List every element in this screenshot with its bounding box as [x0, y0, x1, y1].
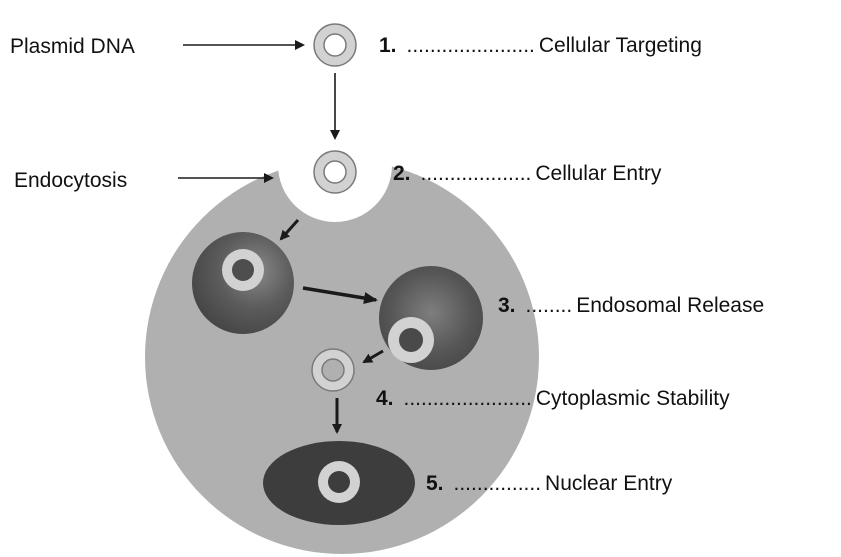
step-4-dots: ......................	[404, 387, 532, 410]
step-3-dots: ........	[526, 294, 573, 317]
step-2-text: Cellular Entry	[535, 162, 662, 185]
step-3-text: Endosomal Release	[576, 294, 764, 317]
step-2-label: 2. ................... Cellular Entry	[393, 162, 662, 185]
plasmid-outside	[314, 24, 356, 66]
step-1-number: 1.	[379, 34, 397, 57]
endocytosis-label: Endocytosis	[14, 169, 127, 192]
plasmid-in-nucleus	[318, 461, 360, 503]
step-3-label: 3. ........ Endosomal Release	[498, 294, 764, 317]
step-2-dots: ...................	[421, 162, 532, 185]
plasmid-in-endosome-left	[222, 249, 264, 291]
step-5-text: Nuclear Entry	[545, 472, 673, 495]
step-4-text: Cytoplasmic Stability	[536, 387, 730, 410]
step-5-dots: ...............	[454, 472, 542, 495]
step-4-label: 4. ...................... Cytoplasmic St…	[376, 387, 730, 410]
step-5-label: 5. ............... Nuclear Entry	[426, 472, 673, 495]
step-4-number: 4.	[376, 387, 394, 410]
step-1-label: 1. ...................... Cellular Targe…	[379, 34, 702, 57]
plasmid-cytoplasm	[312, 349, 354, 391]
step-5-number: 5.	[426, 472, 444, 495]
step-1-text: Cellular Targeting	[539, 34, 702, 57]
plasmid-entering	[314, 151, 356, 193]
plasmid-dna-label: Plasmid DNA	[10, 35, 135, 58]
step-1-dots: ......................	[407, 34, 535, 57]
step-2-number: 2.	[393, 162, 411, 185]
step-3-number: 3.	[498, 294, 516, 317]
plasmid-in-endosome-right	[388, 317, 434, 363]
